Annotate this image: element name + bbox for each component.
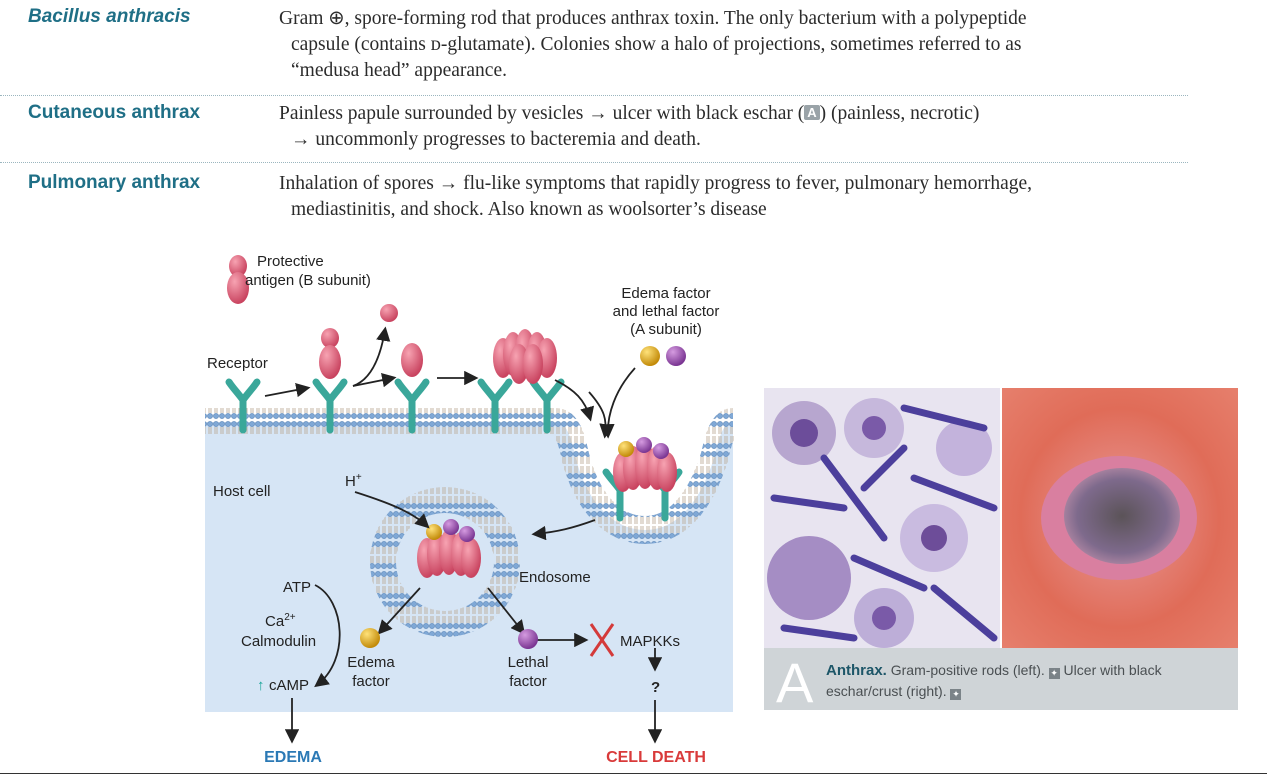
outcome-edema: EDEMA (264, 749, 322, 766)
label-protective-antigen: Protective (257, 253, 324, 270)
protective-antigen-icon (229, 255, 247, 277)
label-calmodulin: Calmodulin (241, 633, 316, 650)
figure-caption: A Anthrax. Gram-positive rods (left). ✦ … (764, 648, 1238, 714)
figure-a-photos (764, 388, 1238, 648)
zoom-icon[interactable]: ✦ (1048, 668, 1060, 679)
toxin-complex-pit-icon (613, 437, 677, 492)
label-camp: cAMP (269, 677, 309, 694)
toxin-complex-endosome-icon (417, 519, 481, 578)
gram-stain-micrograph (764, 388, 1000, 648)
lethal-factor-icon (518, 629, 538, 649)
label-edema-factor: Edema (347, 654, 395, 671)
outcome-cell-death: CELL DEATH (606, 749, 706, 766)
caption-text: Anthrax. Gram-positive rods (left). ✦ Ul… (826, 660, 1226, 701)
protective-antigen-icon (227, 272, 249, 304)
label-calcium: Ca2+ (265, 612, 296, 630)
label-host-cell: Host cell (213, 483, 271, 500)
page-bottom-rule (0, 773, 1267, 774)
entry-term: Pulmonary anthrax (28, 172, 201, 193)
label-ef-lf: Edema factor (621, 285, 710, 302)
desc-line: Painless papule surrounded by vesicles →… (279, 103, 805, 124)
label-atp: ATP (283, 579, 311, 596)
row-divider (0, 95, 1188, 96)
figure-ref-badge: A (804, 105, 820, 120)
desc-line: → uncommonly progresses to bacteremia an… (291, 129, 701, 150)
label-ef-lf: and lethal factor (613, 303, 720, 320)
label-h-plus: H+ (345, 472, 362, 490)
row-divider (0, 162, 1188, 163)
pathway-arrow (554, 379, 595, 422)
pathway-arrows (264, 326, 663, 744)
entry-description: Gram ⊕, spore-forming rod that produces … (279, 6, 1159, 84)
entry-description: Inhalation of spores → flu-like symptoms… (279, 171, 1159, 223)
eschar-skin-photo (1002, 388, 1238, 648)
increase-arrow-icon: ↑ (257, 677, 265, 694)
cleaved-fragment-icon (380, 304, 398, 322)
desc-line: Gram ⊕, spore-forming rod that produces … (279, 8, 1027, 29)
desc-line: “medusa head” appearance. (291, 60, 507, 81)
desc-line: ) (painless, necrotic) (819, 103, 980, 124)
label-endosome: Endosome (519, 569, 591, 586)
label-receptor: Receptor (207, 355, 268, 372)
entry-term: Bacillus anthracis (28, 6, 191, 27)
pa-cleaved-icon (401, 343, 423, 377)
desc-line: mediastinitis, and shock. Also known as … (291, 199, 767, 220)
zoom-icon[interactable]: ✦ (950, 689, 962, 700)
label-mapkks: MAPKKs (620, 633, 680, 650)
caption-part: Gram-positive rods (left). (886, 662, 1049, 678)
pa-heptamer-icon (493, 329, 557, 384)
edema-factor-icon (640, 346, 660, 366)
label-edema-factor: factor (352, 673, 390, 690)
label-unknown-step: ? (651, 679, 660, 696)
pa-fragment-icon (321, 328, 339, 348)
entry-term: Cutaneous anthrax (28, 102, 201, 123)
edema-factor-icon (360, 628, 380, 648)
caption-title: Anthrax. (826, 662, 887, 679)
figure-letter: A (776, 651, 814, 714)
label-ef-lf: (A subunit) (630, 321, 702, 338)
inhibition-x-icon (589, 623, 615, 657)
label-lethal-factor: Lethal (508, 654, 549, 671)
pa-bound-icon (319, 345, 341, 379)
desc-line: capsule (contains ᴅ-glutamate). Colonies… (291, 34, 1022, 55)
figure-a-panel: A Anthrax. Gram-positive rods (left). ✦ … (764, 388, 1238, 714)
lethal-factor-icon (666, 346, 686, 366)
caption-part: Ulcer with black eschar/crust (right). (826, 662, 1162, 699)
entry-description: Painless papule surrounded by vesicles →… (279, 101, 1159, 153)
label-lethal-factor: factor (509, 673, 547, 690)
desc-line: Inhalation of spores → flu-like symptoms… (279, 173, 1033, 194)
anthrax-toxin-diagram: Protective antigen (B subunit) Edema fac… (205, 253, 738, 766)
cell-membrane (205, 408, 738, 545)
label-protective-antigen: antigen (B subunit) (245, 272, 371, 289)
